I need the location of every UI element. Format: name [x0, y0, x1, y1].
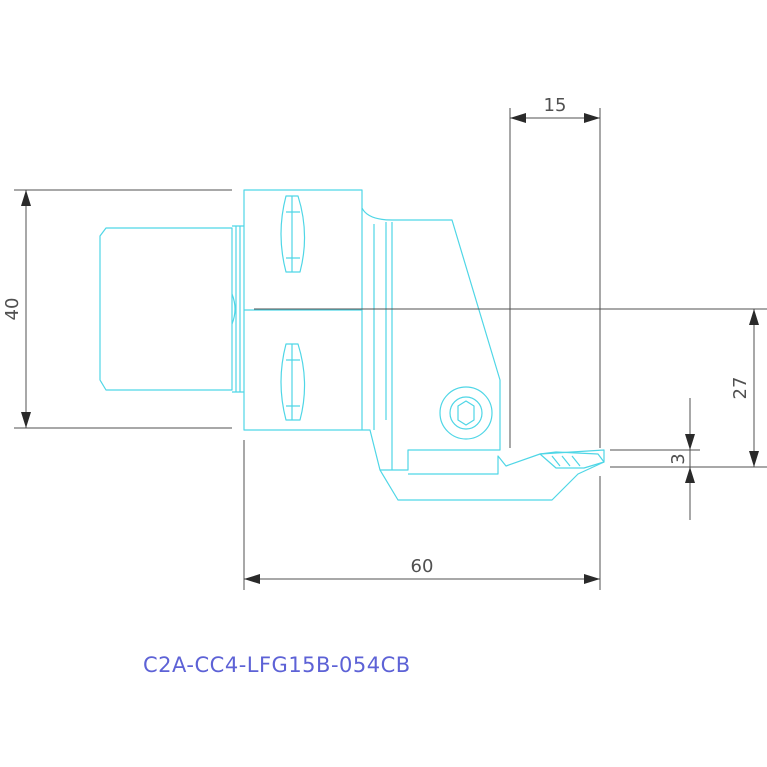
- dimension-overall-length-label: 60: [411, 556, 434, 577]
- dimension-insert-width-label: 15: [544, 95, 567, 116]
- lower-screw: [280, 343, 306, 421]
- body-step-lines: [244, 208, 393, 470]
- dimension-groove-depth-label: 3: [668, 453, 689, 464]
- dimension-center-height: 27: [254, 308, 767, 468]
- dimension-insert-width: 15: [509, 95, 601, 448]
- dimension-center-height-label: 27: [730, 377, 751, 400]
- insert-tip: [539, 451, 605, 469]
- holder-body: [243, 189, 501, 471]
- clamp-screw-outer: [439, 386, 493, 440]
- clamp-screw-hex: [457, 400, 475, 426]
- shank: [99, 227, 233, 391]
- clamp-screw-inner: [449, 396, 483, 430]
- upper-screw: [280, 195, 306, 273]
- tool-holder-outline: [99, 189, 605, 501]
- blade: [379, 449, 605, 501]
- dimension-groove-depth: 3: [610, 398, 700, 520]
- shank-collar: [231, 225, 244, 393]
- dimension-overall-length: 60: [243, 440, 601, 590]
- dimension-height: 40: [2, 189, 232, 429]
- dimension-height-label: 40: [2, 298, 23, 321]
- part-number: C2A-CC4-LFG15B-054CB: [143, 653, 411, 677]
